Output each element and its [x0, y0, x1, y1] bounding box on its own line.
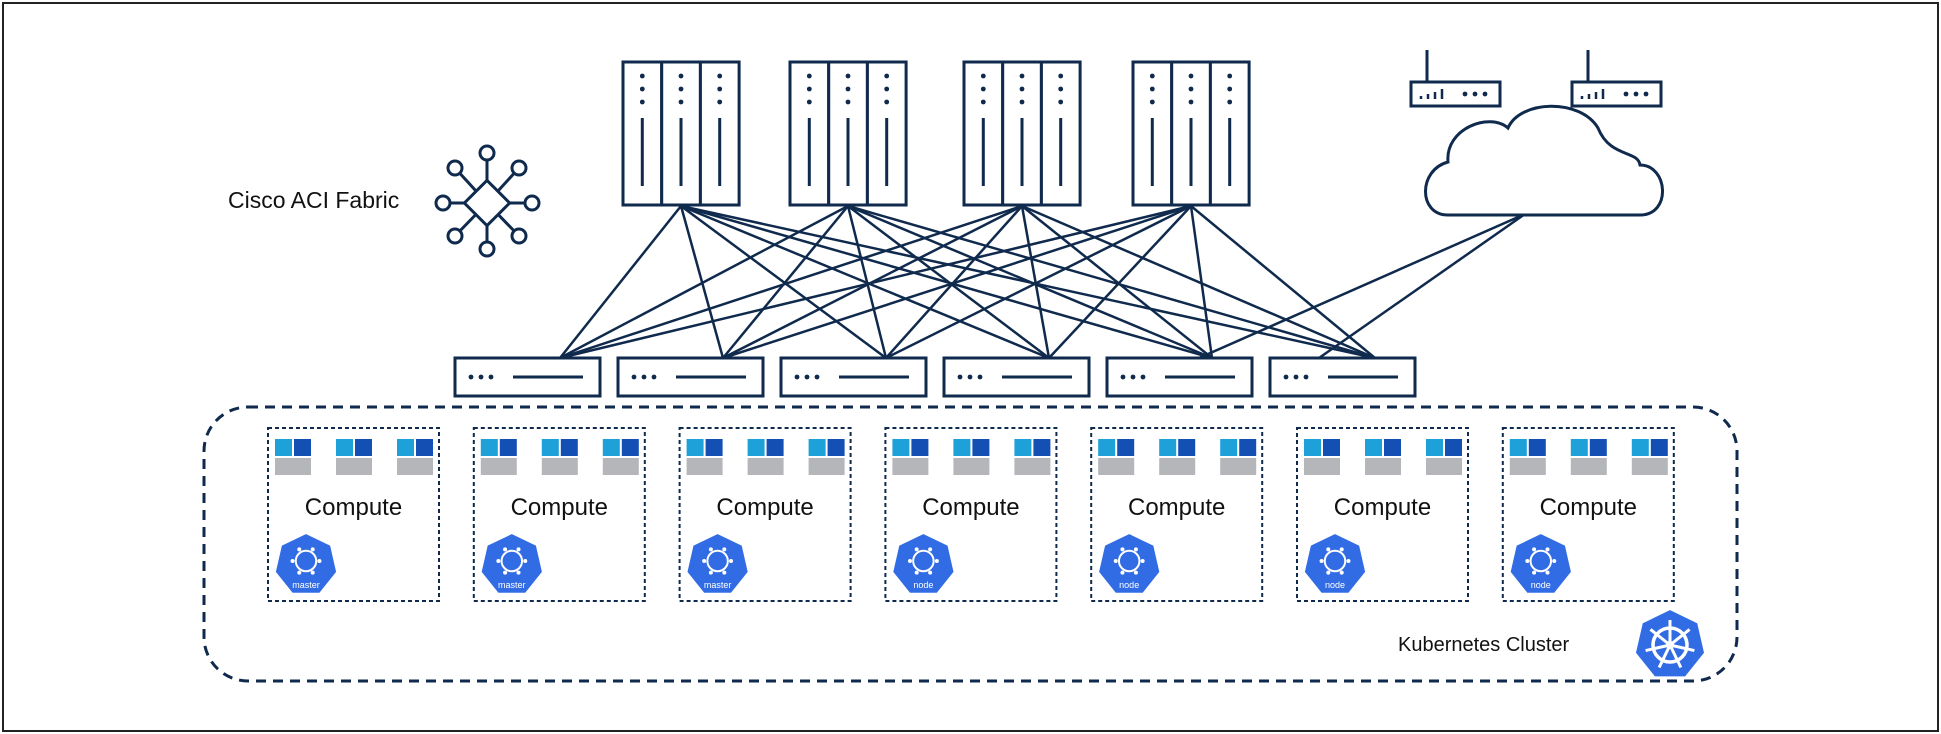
container-icon — [747, 439, 784, 475]
container-icon — [1426, 439, 1462, 475]
container-icon — [808, 439, 845, 475]
compute-node: Compute node — [884, 427, 1058, 602]
container-icon — [1014, 439, 1051, 475]
fabric-links — [559, 204, 1526, 360]
container-icon — [1304, 439, 1340, 475]
compute-label: Compute — [922, 494, 1019, 521]
container-icon — [1365, 439, 1401, 475]
kubernetes-cluster-boundary — [202, 405, 1739, 683]
kubernetes-master-icon: master — [685, 531, 750, 595]
compute-label: Compute — [1128, 494, 1225, 521]
leaf-switch — [453, 356, 602, 398]
compute-node: Compute master — [678, 427, 852, 602]
svg-text:node: node — [913, 580, 933, 590]
svg-text:master: master — [498, 580, 526, 590]
container-icon — [480, 439, 517, 475]
svg-text:node: node — [1531, 580, 1551, 590]
leaf-switch — [616, 356, 765, 398]
container-icon — [1220, 439, 1257, 475]
container-icon — [1570, 439, 1607, 475]
kubernetes-helm-icon — [1633, 607, 1707, 679]
svg-text:master: master — [292, 580, 320, 590]
container-icon — [892, 439, 929, 475]
svg-text:node: node — [1325, 580, 1345, 590]
aci-fabric-icon — [434, 144, 541, 258]
compute-label: Compute — [1540, 494, 1637, 521]
container-icon — [1098, 439, 1135, 475]
spine-switch — [788, 60, 908, 207]
container-icon — [1631, 439, 1668, 475]
compute-node: Compute node — [1501, 427, 1675, 602]
compute-label: Compute — [305, 494, 402, 521]
kubernetes-node-icon: node — [1508, 531, 1574, 595]
svg-text:master: master — [704, 580, 732, 590]
compute-node: Compute node — [1090, 427, 1264, 602]
router-icon — [1409, 50, 1502, 108]
kubernetes-master-icon: master — [273, 531, 339, 595]
kubernetes-master-icon: master — [479, 531, 545, 595]
container-icon — [397, 439, 433, 475]
spine-switch — [962, 60, 1082, 207]
kubernetes-node-icon: node — [1096, 531, 1162, 595]
leaf-switch — [779, 356, 928, 398]
compute-node: Compute node — [1296, 427, 1469, 602]
leaf-switch — [942, 356, 1091, 398]
fabric-label: Cisco ACI Fabric — [228, 187, 399, 213]
cluster-label: Kubernetes Cluster — [1398, 634, 1570, 656]
container-icon — [602, 439, 639, 475]
leaf-switch — [1268, 356, 1417, 398]
spine-switches — [621, 60, 1251, 207]
compute-label: Compute — [511, 494, 608, 521]
container-icon — [953, 439, 990, 475]
leaf-switch — [1105, 356, 1254, 398]
compute-node: Compute master — [267, 427, 440, 602]
routers — [1409, 50, 1663, 108]
container-icon — [541, 439, 578, 475]
compute-node: Compute master — [472, 427, 646, 602]
container-icon — [336, 439, 372, 475]
compute-label: Compute — [1334, 494, 1431, 521]
leaf-switches — [453, 356, 1417, 398]
spine-switch — [621, 60, 741, 207]
svg-text:node: node — [1119, 580, 1139, 590]
spine-switch — [1131, 60, 1251, 207]
kubernetes-node-icon: node — [891, 531, 956, 595]
router-icon — [1570, 50, 1663, 108]
kubernetes-node-icon: node — [1302, 531, 1368, 595]
compute-nodes: ComputemasterComputemasterComputemasterC… — [267, 427, 1675, 602]
cloud-icon — [1424, 104, 1664, 217]
container-icon — [686, 439, 723, 475]
container-icon — [275, 439, 311, 475]
container-icon — [1509, 439, 1546, 475]
container-icon — [1159, 439, 1196, 475]
compute-label: Compute — [716, 494, 813, 521]
